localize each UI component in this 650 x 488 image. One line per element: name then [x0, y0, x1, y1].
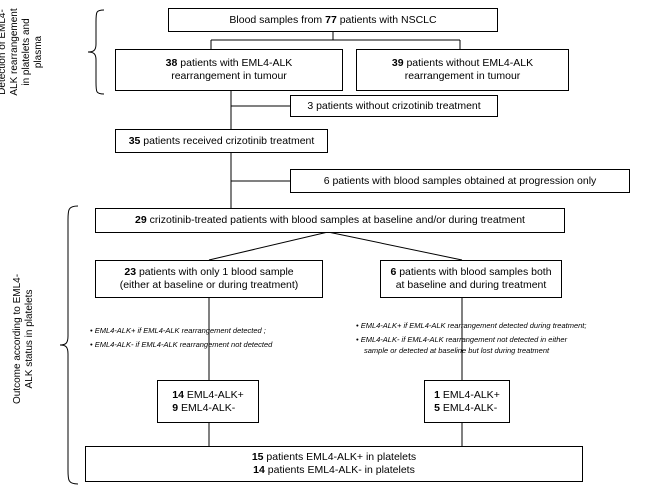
right-note-positive: • EML4-ALK+ if EML4-ALK rearrangement de…: [356, 321, 587, 330]
right-result-box: 1 EML4-ALK+ 5 EML4-ALK-: [424, 380, 510, 423]
crizotinib-box: 35 patients received crizotinib treatmen…: [115, 129, 328, 153]
detection-side-label: Detection of EML4- ALK rearrangement in …: [0, 8, 44, 96]
progression-box: 6 patients with blood samples obtained a…: [290, 169, 630, 193]
no-crizotinib-box: 3 patients without crizotinib treatment: [290, 95, 498, 117]
left-note-negative: • EML4-ALK- if EML4-ALK rearrangement no…: [90, 340, 273, 349]
total-patients-box: Blood samples from 77 patients with NSCL…: [168, 8, 498, 32]
outcome-bracket: [59, 205, 79, 485]
left-note-positive: • EML4-ALK+ if EML4-ALK rearrangement de…: [90, 326, 266, 335]
left-result-box: 14 EML4-ALK+ 9 EML4-ALK-: [157, 380, 259, 423]
one-sample-box: 23 patients with only 1 blood sample (ei…: [95, 260, 323, 298]
right-note-negative: • EML4-ALK- if EML4-ALK rearrangement no…: [356, 335, 568, 344]
both-samples-box: 6 patients with blood samples both at ba…: [380, 260, 562, 298]
outcome-side-label: Outcome according to EML4- ALK status in…: [12, 273, 35, 405]
alk-negative-box: 39 patients without EML4-ALK rearrangeme…: [356, 49, 569, 91]
final-outcome-box: 15 patients EML4-ALK+ in platelets 14 pa…: [85, 446, 583, 482]
detection-bracket: [87, 9, 105, 95]
right-note-negative-cont: sample or detected at baseline but lost …: [364, 346, 550, 355]
treated-patients-box: 29 crizotinib-treated patients with bloo…: [95, 208, 565, 233]
alk-positive-box: 38 patients with EML4-ALK rearrangement …: [115, 49, 343, 91]
